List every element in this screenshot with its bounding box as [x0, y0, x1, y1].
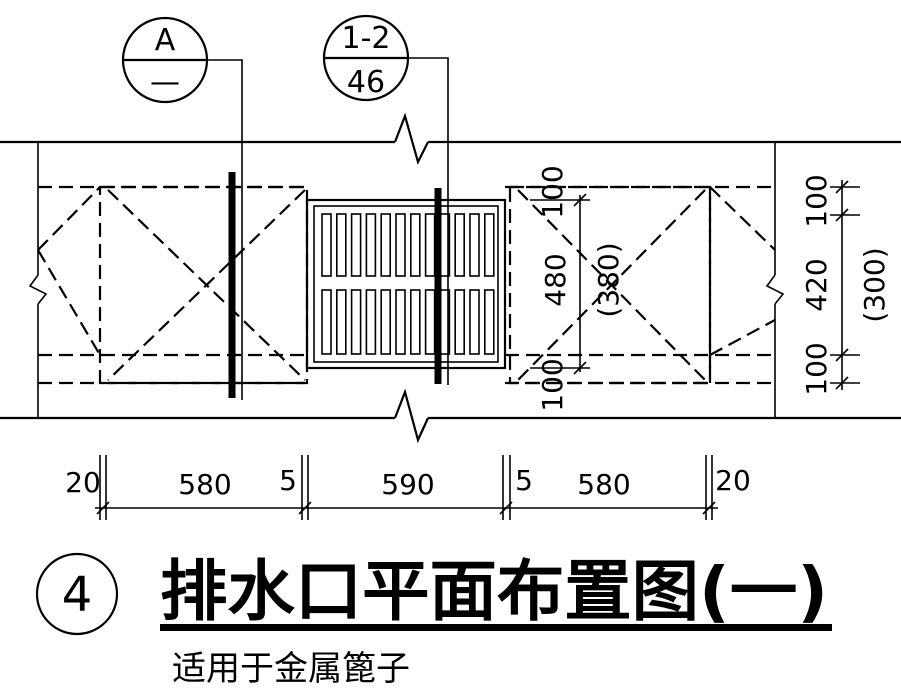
grate-slot: [469, 289, 480, 355]
grate-slot: [409, 213, 421, 277]
grate-slot: [454, 289, 466, 355]
grate-slot: [321, 213, 332, 277]
dim-inner-480: 480: [539, 253, 572, 306]
dim-right-300: (300): [858, 247, 891, 322]
left-boundary: [28, 142, 48, 418]
grate-slot: [335, 289, 347, 355]
grate-slot: [395, 213, 406, 277]
dim-bottom-20-right: 20: [715, 464, 751, 497]
grate-slots: [321, 213, 495, 355]
dim-bottom-5-right: 5: [515, 464, 533, 497]
dim-right-420: 420: [800, 258, 833, 311]
callout-bubble-1-2: 1-2 46: [322, 14, 410, 102]
callout-1-2-bottom: 46: [347, 65, 385, 100]
channel-top-edge: [0, 112, 901, 166]
title-block: 4 排水口平面布置图(一) 适用于金属篦子: [35, 552, 832, 689]
metal-grate: [305, 198, 507, 370]
grate-slot: [380, 289, 392, 355]
drawing-title: 排水口平面布置图(一): [160, 553, 828, 630]
dim-inner-bottom: 100: [536, 358, 569, 411]
right-pit-hidden: [508, 185, 776, 385]
right-dimension-chain: 100 420 100 (300): [800, 174, 891, 395]
grate-slot: [409, 289, 421, 355]
grate-slot: [469, 213, 480, 277]
grate-slot: [454, 213, 466, 277]
bottom-dimension-chain: 20 580 5 590 5 580 20: [65, 455, 751, 520]
dim-bottom-590: 590: [381, 468, 434, 501]
grate-slot: [483, 289, 495, 355]
grate-slot: [380, 213, 392, 277]
grate-slot: [365, 213, 377, 277]
callout-bubble-a: A —: [121, 16, 209, 104]
dim-bottom-20-left: 20: [65, 466, 101, 499]
callout-1-2-leader: [390, 57, 449, 385]
grate-slot: [424, 289, 436, 355]
callout-a-top: A: [155, 23, 176, 58]
dim-right-bottom: 100: [800, 342, 833, 395]
grate-slot: [335, 213, 347, 277]
inner-dimension: 100 480 (380) 100: [530, 165, 625, 412]
dim-inner-380: (380): [592, 242, 625, 317]
grate-slot: [350, 289, 362, 355]
drawing-number: 4: [62, 567, 93, 623]
dim-inner-top: 100: [536, 165, 569, 218]
hidden-outline-horizontal: [38, 185, 775, 385]
grate-slot: [350, 213, 362, 277]
grate-slot: [395, 289, 406, 355]
left-pit-hidden: [37, 185, 309, 385]
dim-bottom-580-left: 580: [178, 468, 231, 501]
right-boundary: [765, 142, 785, 418]
drawing-subtitle: 适用于金属篦子: [172, 649, 410, 689]
grate-slot: [483, 213, 495, 277]
channel-bottom-edge: [0, 388, 901, 444]
dim-right-top: 100: [800, 174, 833, 227]
title-underline: [160, 624, 832, 631]
grate-slot: [424, 213, 436, 277]
dim-bottom-5-left: 5: [279, 464, 297, 497]
callout-1-2-top: 1-2: [342, 21, 391, 56]
callout-a-leader: [205, 59, 243, 400]
grate-slot: [365, 289, 377, 355]
callout-a-bottom: —: [150, 65, 180, 100]
drawing-number-circle: [35, 552, 119, 636]
dim-bottom-580-right: 580: [577, 468, 630, 501]
grate-slot: [321, 289, 332, 355]
